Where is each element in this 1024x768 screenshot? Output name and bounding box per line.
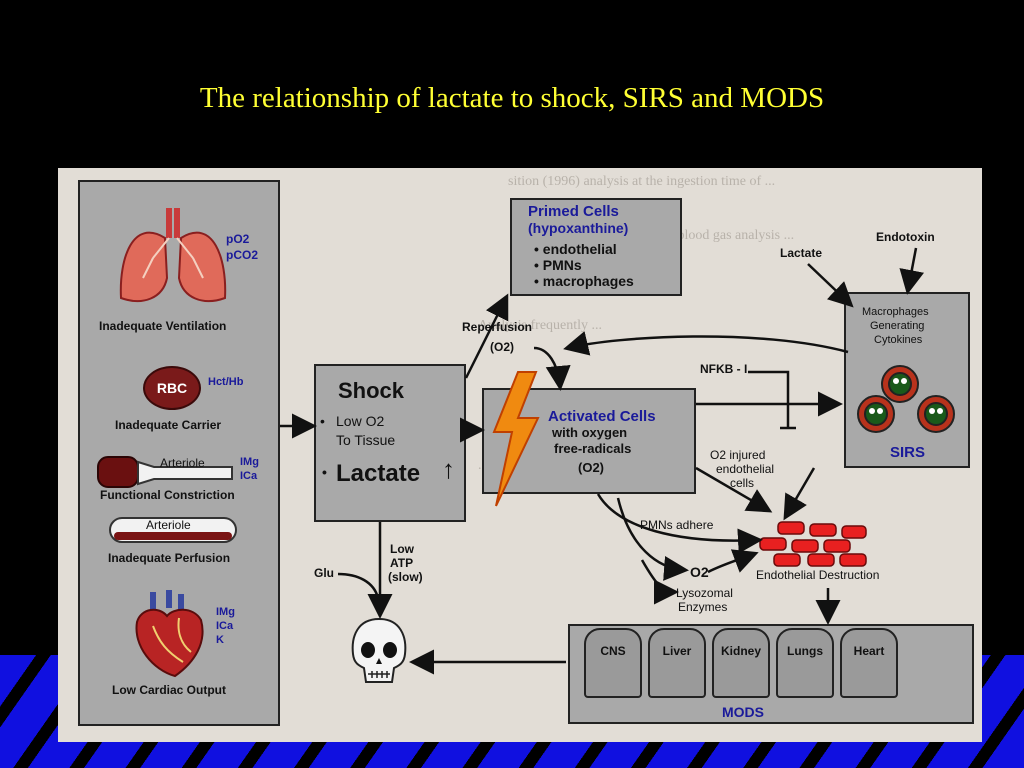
primed-item-label: endothelial	[542, 241, 617, 257]
shock-line-1: Low O2	[336, 413, 385, 429]
organ-lungs: Lungs	[776, 628, 834, 698]
pmns-adhere-label: PMNs adhere	[640, 518, 714, 532]
heart-icon	[123, 586, 213, 678]
constriction-label: Functional Constriction	[100, 488, 235, 502]
low-atp-label-3: (slow)	[388, 570, 423, 584]
injured-label-3: cells	[730, 476, 755, 490]
organ-liver: Liver	[648, 628, 706, 698]
perfusion-label: Inadequate Perfusion	[108, 551, 231, 565]
activated-line-1: with oxygen	[552, 425, 628, 440]
primed-title: Primed Cells	[528, 203, 619, 220]
k-label: K	[216, 634, 224, 646]
low-atp-label-2: ATP	[390, 556, 414, 570]
mods-label: MODS	[722, 704, 764, 720]
shock-line-2: To Tissue	[336, 432, 396, 448]
activated-line-3: (O2)	[578, 460, 604, 475]
primed-cells-box	[510, 198, 682, 296]
arteriole-label-2: Arteriole	[146, 518, 191, 532]
shock-lactate: Lactate	[336, 460, 421, 487]
o2-label: O2	[690, 564, 709, 580]
hct-label: Hct/Hb	[208, 376, 244, 388]
lactate-up-arrow: ↑	[442, 454, 455, 484]
carrier-label: Inadequate Carrier	[115, 418, 222, 432]
endothelial-cells-icon	[758, 520, 870, 568]
macrophage-cells-icon	[854, 364, 964, 440]
arrows-overlay	[280, 247, 925, 675]
diagram-panel: sition (1996) analysis at the ingestion …	[58, 168, 982, 742]
rbc-cell: RBC	[143, 366, 201, 410]
activated-line-2: free-radicals	[554, 441, 632, 456]
sirs-label: SIRS	[890, 444, 926, 461]
low-atp-label-1: Low	[390, 542, 414, 556]
slide-title: The relationship of lactate to shock, SI…	[199, 82, 825, 114]
primed-item: • endothelial	[534, 241, 617, 257]
lysozomal-label-1: Lysozomal	[676, 586, 733, 600]
background-texture: Analysis frequently ...	[478, 318, 603, 333]
po2-label: pO2	[226, 232, 250, 246]
organ-cns: CNS	[584, 628, 642, 698]
constricted-arteriole-icon	[96, 454, 236, 490]
reperfusion-label: Reperfusion	[462, 320, 533, 334]
macro-line-1: Macrophages	[862, 306, 929, 318]
ventilation-label: Inadequate Ventilation	[99, 319, 227, 333]
rbc-label: RBC	[156, 380, 188, 396]
primed-item-label: macrophages	[542, 273, 634, 289]
organ-kidney: Kidney	[712, 628, 770, 698]
macro-line-3: Cytokines	[874, 334, 923, 346]
skull-icon	[348, 616, 410, 690]
organ-heart: Heart	[840, 628, 898, 698]
glu-label: Glu	[314, 566, 334, 580]
endotoxin-label: Endotoxin	[876, 230, 935, 244]
cardiac-label: Low Cardiac Output	[112, 683, 226, 697]
img-label-2: IMg	[216, 606, 235, 618]
lactate-input-label: Lactate	[780, 246, 823, 260]
img-label-1: IMg	[240, 456, 259, 468]
background-texture: sition (1996) analysis at the ingestion …	[508, 174, 776, 189]
primed-item-label: PMNs	[542, 257, 582, 273]
lysozomal-label-2: Enzymes	[678, 600, 728, 614]
shock-title: Shock	[338, 378, 405, 403]
shock-box	[314, 364, 466, 522]
primed-item: • macrophages	[534, 273, 634, 289]
lungs-icon	[113, 198, 233, 308]
ica-label-2: ICa	[216, 620, 234, 632]
ica-label-1: ICa	[240, 470, 258, 482]
activated-title: Activated Cells	[548, 408, 656, 425]
nfkb-label: NFKB - I	[700, 362, 748, 376]
lightning-icon	[488, 370, 544, 510]
macro-line-2: Generating	[870, 320, 925, 332]
primed-item: • PMNs	[534, 257, 582, 273]
arteriole-label-1: Arteriole	[160, 456, 205, 470]
reperfusion-o2-label: (O2)	[490, 340, 514, 354]
shock-bullet-2: •	[322, 464, 327, 480]
primed-subtitle: (hypoxanthine)	[528, 220, 629, 236]
shock-bullet-1: •	[320, 413, 325, 429]
injured-label-2: endothelial	[716, 462, 775, 476]
destruction-label: Endothelial Destruction	[756, 568, 880, 582]
injured-label-1: O2 injured	[710, 448, 766, 462]
arteriole-tube-icon	[108, 516, 238, 544]
pco2-label: pCO2	[226, 248, 259, 262]
